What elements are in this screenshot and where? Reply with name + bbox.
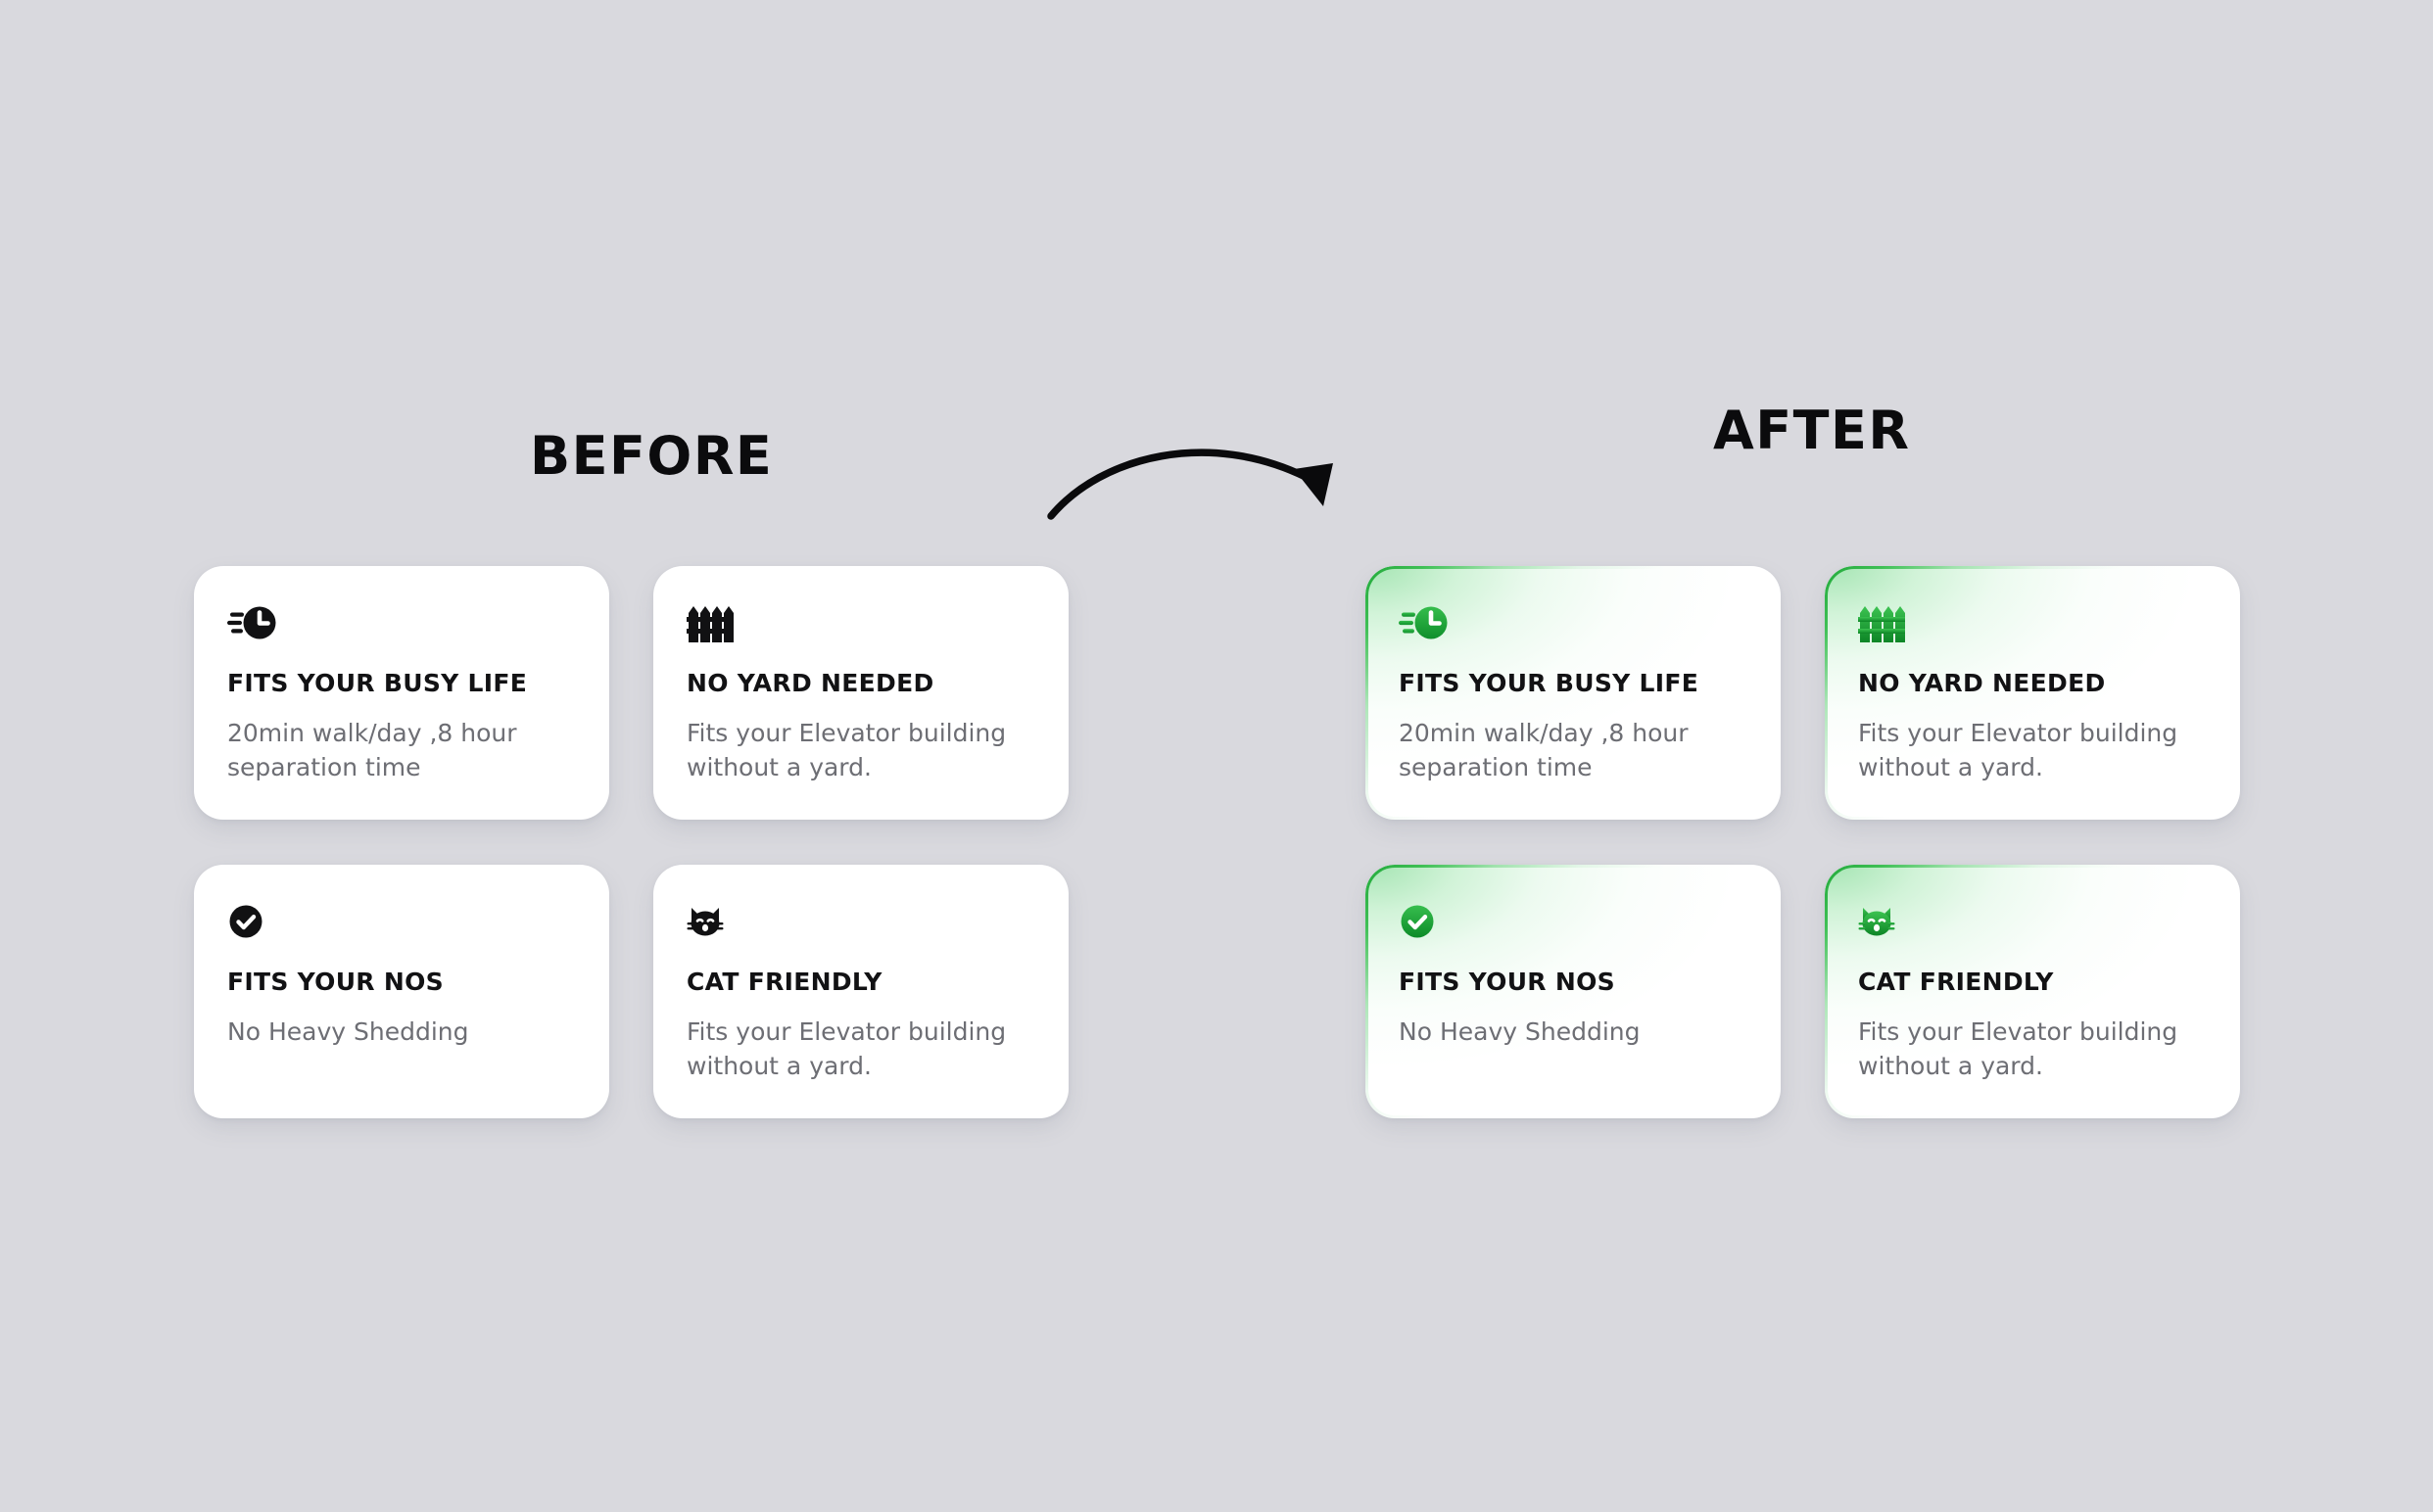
card-description: Fits your Elevator building without a ya… (687, 718, 1007, 782)
card-description: Fits your Elevator building without a ya… (1858, 1016, 2178, 1081)
card-no-yard-needed[interactable]: NO YARD NEEDED Fits your Elevator buildi… (653, 566, 1069, 820)
after-card-grid: FITS YOUR BUSY LIFE 20min walk/day ,8 ho… (1365, 566, 2240, 1118)
before-card-grid: FITS YOUR BUSY LIFE 20min walk/day ,8 ho… (194, 566, 1069, 1118)
card-no-yard-needed[interactable]: NO YARD NEEDED Fits your Elevator buildi… (1825, 566, 2240, 820)
card-fits-your-busy-life[interactable]: FITS YOUR BUSY LIFE 20min walk/day ,8 ho… (1365, 566, 1781, 820)
speed-clock-icon (227, 601, 280, 644)
card-description: Fits your Elevator building without a ya… (1858, 718, 2178, 782)
card-title: FITS YOUR NOS (1399, 968, 1615, 996)
card-title: CAT FRIENDLY (687, 968, 883, 996)
speed-clock-icon (1399, 601, 1452, 644)
check-circle-icon (1399, 900, 1452, 943)
card-title: FITS YOUR BUSY LIFE (1399, 669, 1699, 697)
before-heading: BEFORE (530, 425, 774, 487)
card-description: No Heavy Shedding (1399, 1016, 1641, 1046)
cat-face-icon (1858, 900, 1911, 943)
card-title: FITS YOUR NOS (227, 968, 444, 996)
card-cat-friendly[interactable]: CAT FRIENDLY Fits your Elevator building… (1825, 865, 2240, 1118)
cat-face-icon (687, 900, 739, 943)
card-cat-friendly[interactable]: CAT FRIENDLY Fits your Elevator building… (653, 865, 1069, 1118)
card-title: FITS YOUR BUSY LIFE (227, 669, 528, 697)
card-title: CAT FRIENDLY (1858, 968, 2054, 996)
card-fits-your-nos[interactable]: FITS YOUR NOS No Heavy Shedding (1365, 865, 1781, 1118)
fence-icon (1858, 601, 1911, 644)
card-description: 20min walk/day ,8 hour separation time (227, 718, 517, 782)
card-title: NO YARD NEEDED (1858, 669, 2106, 697)
card-description: Fits your Elevator building without a ya… (687, 1016, 1007, 1081)
card-fits-your-nos[interactable]: FITS YOUR NOS No Heavy Shedding (194, 865, 609, 1118)
card-description: No Heavy Shedding (227, 1016, 469, 1046)
card-fits-your-busy-life[interactable]: FITS YOUR BUSY LIFE 20min walk/day ,8 ho… (194, 566, 609, 820)
after-heading: AFTER (1713, 400, 1911, 461)
card-title: NO YARD NEEDED (687, 669, 934, 697)
fence-icon (687, 601, 739, 644)
check-circle-icon (227, 900, 280, 943)
card-description: 20min walk/day ,8 hour separation time (1399, 718, 1689, 782)
curved-arrow-icon (1043, 416, 1376, 543)
